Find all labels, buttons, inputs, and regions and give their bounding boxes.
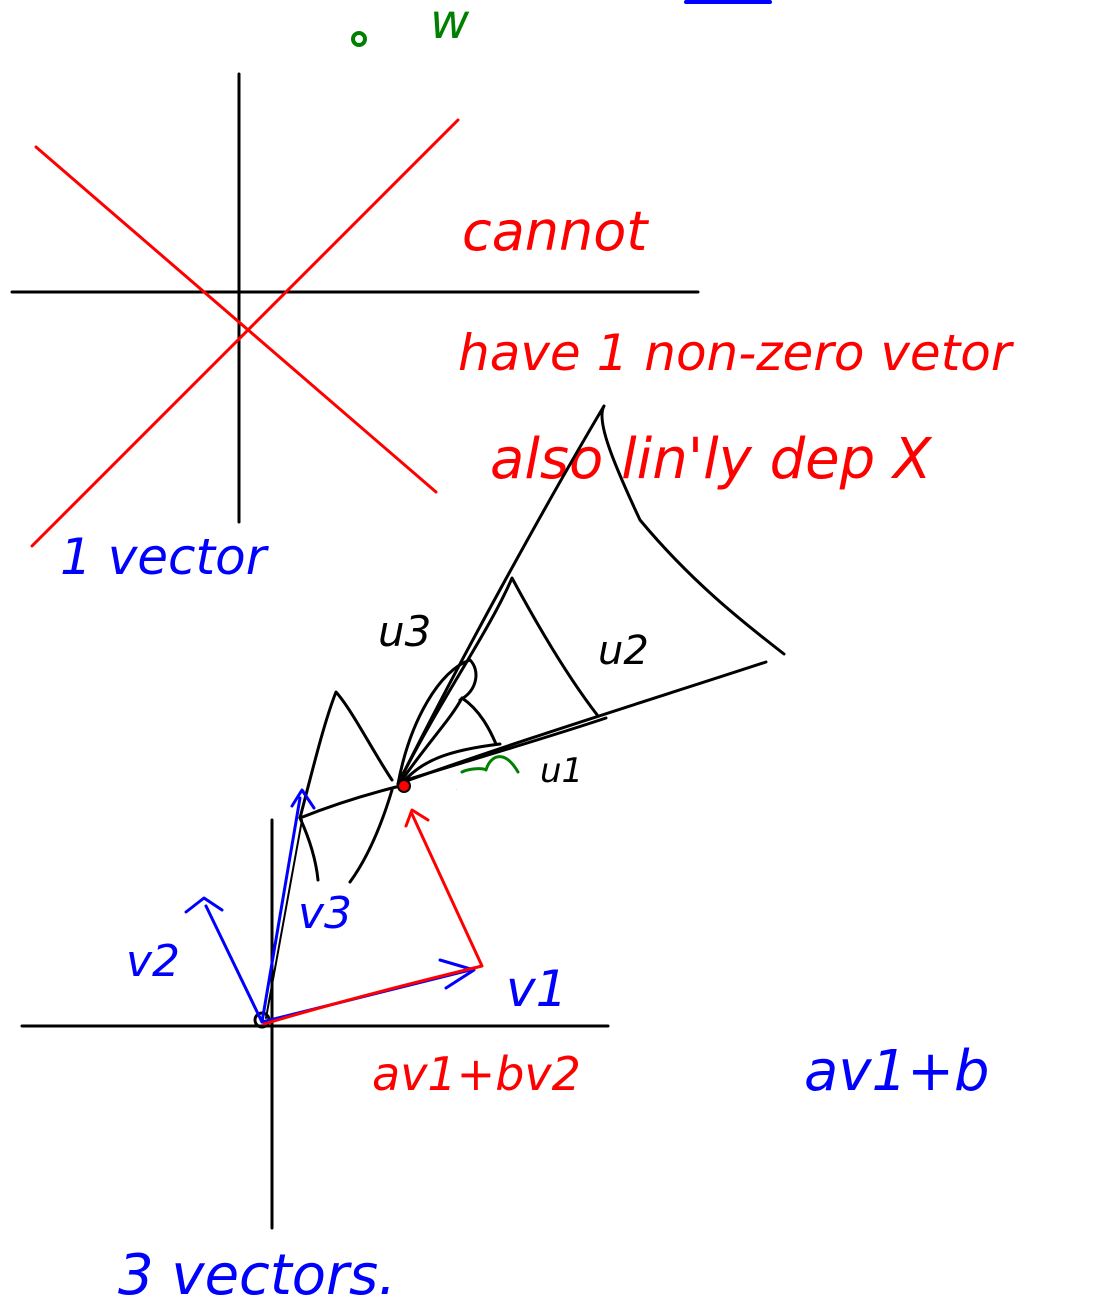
cone-sketch: u3 u2 u1 w [298, 404, 786, 884]
v3-arrow [260, 796, 302, 1024]
one-vector-label: 1 vector [60, 528, 270, 586]
combo-red-label: av1+bv2 [372, 1047, 581, 1101]
v2-arrow [204, 904, 264, 1024]
red-line-positive-slope [30, 118, 460, 548]
cone-outer-edge [396, 404, 786, 786]
have-one-nonzero-label: have 1 non-zero vetor [458, 324, 1015, 382]
cone-small-2 [400, 696, 498, 782]
v1-label: v1 [506, 960, 567, 1018]
cone-left-connect [298, 784, 402, 820]
cone-small-3 [398, 742, 502, 788]
cone-apex-red-dot [397, 779, 411, 793]
cone-inner-bottom [398, 716, 608, 784]
vectors-sketch: v1 v2 v3 av1+bv2 av1+b 3 vectors. [20, 788, 990, 1308]
combo-blue-label: av1+b [804, 1039, 990, 1104]
green-w-stroke [460, 755, 520, 774]
cannot-label: cannot [462, 200, 649, 263]
red-combo-path [262, 812, 484, 1026]
red-combo-arrowhead [404, 808, 430, 828]
v2-arrowhead [184, 896, 224, 914]
cone-w-label: w [456, 789, 457, 791]
cone-left-piece [298, 690, 394, 820]
top-fragment: w [351, 0, 772, 50]
green-dot [351, 31, 367, 47]
v2-label: v2 [126, 936, 180, 987]
cone-inner-edge [396, 576, 600, 786]
v3-shadow-black [265, 819, 303, 1019]
v1-arrowhead [438, 958, 476, 990]
v3-arrowhead [290, 788, 316, 810]
u2-label: u2 [598, 628, 649, 674]
top-w-label: w [430, 0, 470, 50]
cone-left-tail [298, 816, 320, 882]
u3-label: u3 [378, 607, 431, 656]
lines-sketch: cannot have 1 non-zero vetor also lin'ly… [10, 72, 1015, 586]
u1-label: u1 [540, 751, 583, 791]
cone-small-1 [396, 658, 478, 786]
three-vectors-label: 3 vectors. [118, 1243, 396, 1306]
also-linly-dep-label: also lin'ly dep X [490, 427, 933, 492]
cone-lower-tail [348, 788, 394, 884]
v3-label: v3 [298, 888, 352, 939]
red-line-negative-slope [34, 145, 438, 494]
